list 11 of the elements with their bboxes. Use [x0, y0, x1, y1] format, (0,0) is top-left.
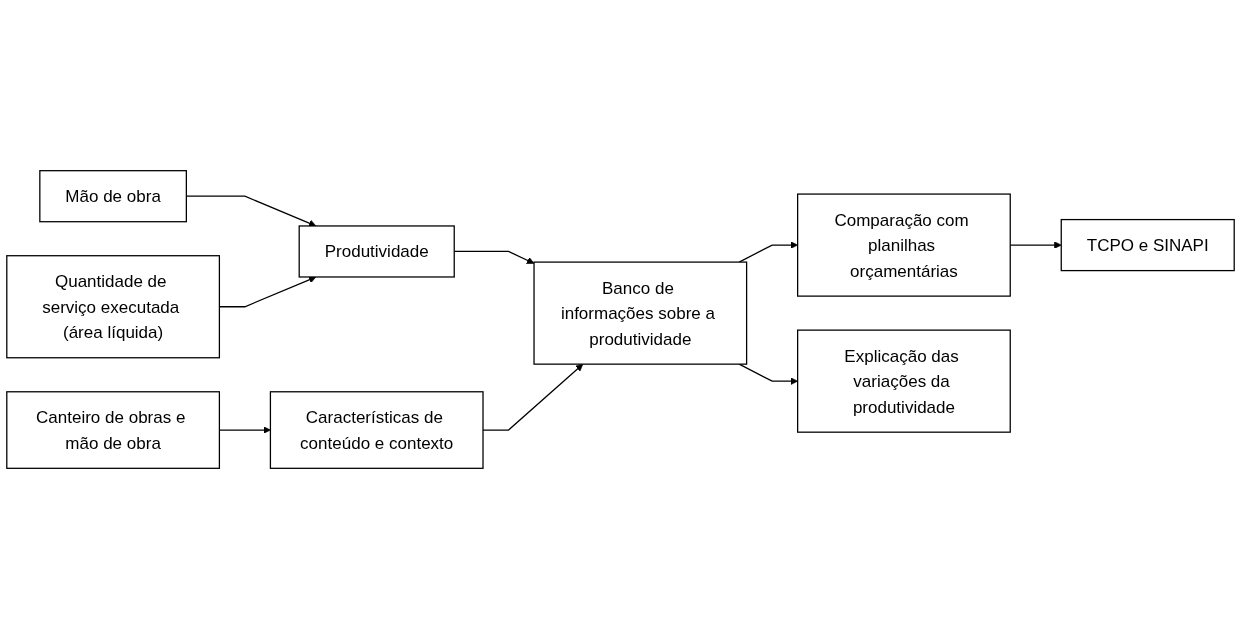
node-box: Mão de obra — [39, 170, 187, 223]
node-box: Comparação com planilhas orçamentárias — [797, 193, 1011, 297]
node-box: Produtividade — [298, 225, 455, 278]
node-box: Canteiro de obras e mão de obra — [6, 391, 221, 469]
node-box: Características de conteúdo e contexto — [269, 391, 484, 469]
node-box: Banco de informações sobre a produtividade — [533, 261, 748, 365]
arrow — [738, 363, 798, 385]
node-box: Explicação das variações da produtividade — [797, 329, 1011, 433]
arrow — [738, 241, 798, 263]
node-box: Quantidade de serviço executada (área líquida) — [6, 255, 221, 359]
node-box: TCPO e SINAPI — [1060, 218, 1235, 272]
